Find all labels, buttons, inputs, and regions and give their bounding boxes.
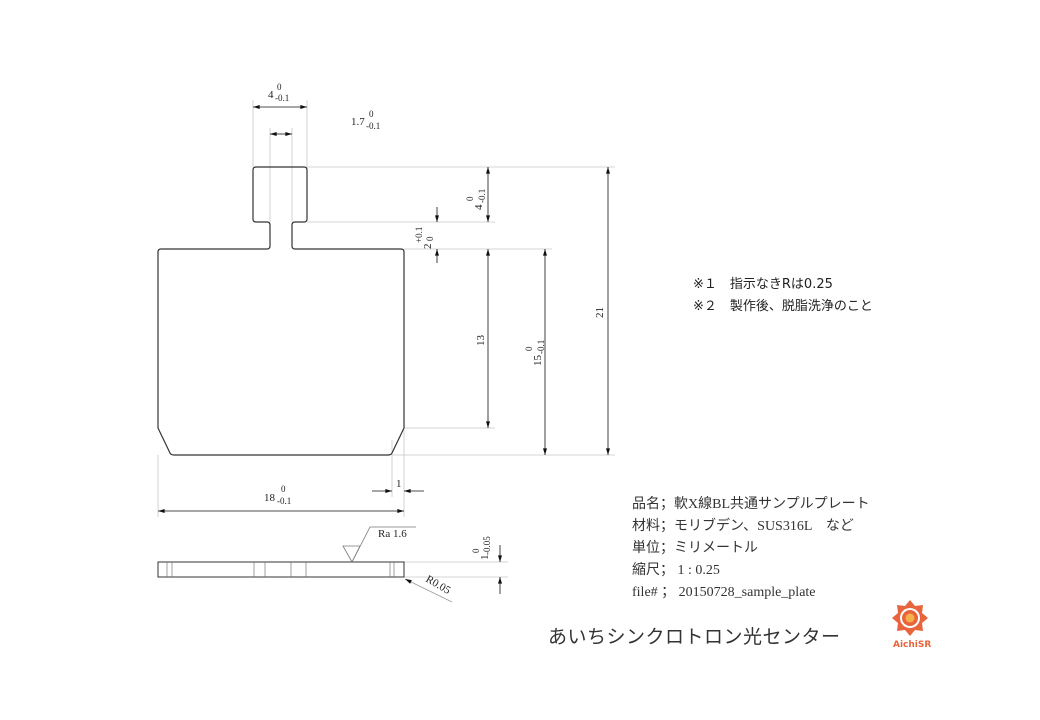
svg-text:15: 15 (532, 355, 544, 367)
dim-total-height: 21 (594, 307, 606, 318)
title-file: file# ； 20150728_sample_plate (632, 585, 816, 600)
title-material: 材料；モリブデン、SUS316L など (632, 519, 854, 534)
roughness-label: Ra 1.6 (378, 528, 407, 540)
surface-roughness-symbol (342, 526, 416, 563)
svg-text:18: 18 (264, 492, 276, 504)
dim-tab-width: 4 0 -0.1 (268, 82, 289, 103)
svg-text:-0.1: -0.1 (536, 340, 546, 354)
extension-lines (157, 100, 615, 578)
svg-text:0: 0 (471, 548, 481, 553)
plate-side-view (157, 561, 405, 578)
svg-text:21: 21 (594, 307, 606, 318)
title-product: 品名；軟X線BL共通サンプルプレート (632, 497, 870, 512)
svg-text:1: 1 (479, 555, 491, 561)
svg-text:2: 2 (422, 244, 434, 250)
note-1: ※１ 指示なきRは0.25 (693, 277, 833, 292)
aichisr-logo (892, 600, 928, 636)
svg-text:-0.1: -0.1 (477, 189, 487, 203)
svg-text:13: 13 (475, 335, 487, 347)
organization-name: あいちシンクロトロン光センター (548, 626, 841, 648)
svg-text:0: 0 (425, 236, 435, 241)
dim-straight-height: 13 (475, 335, 487, 347)
title-scale: 縮尺； 1 : 0.25 (632, 563, 720, 578)
dim-thickness: 1 0 -0.05 (471, 536, 492, 560)
svg-text:0: 0 (369, 109, 374, 119)
svg-text:4: 4 (268, 89, 274, 101)
dim-body-height: 15 0 -0.1 (524, 340, 546, 366)
plate-front-view (157, 166, 405, 456)
svg-text:0: 0 (281, 484, 286, 494)
dim-chamfer: 1 (396, 478, 402, 490)
svg-text:-0.05: -0.05 (482, 536, 492, 555)
dim-neck-height: 2 +0.1 0 (414, 227, 435, 249)
dim-neck-width: 1.7 0 -0.1 (351, 109, 380, 131)
dim-body-width: 18 0 -0.1 (264, 484, 291, 506)
svg-text:4: 4 (473, 204, 485, 210)
title-unit: 単位；ミリメートル (632, 541, 758, 556)
svg-text:-0.1: -0.1 (277, 496, 291, 506)
logo-text: AichiSR (893, 640, 932, 650)
svg-text:1.7: 1.7 (351, 116, 365, 128)
svg-text:0: 0 (524, 346, 534, 351)
note-2: ※２ 製作後、脱脂洗浄のこと (693, 299, 873, 314)
dim-tab-height: 4 0 -0.1 (465, 189, 487, 210)
dimension-lines (158, 105, 610, 603)
svg-text:0: 0 (465, 196, 475, 201)
svg-text:+0.1: +0.1 (414, 227, 424, 243)
svg-text:0: 0 (277, 82, 282, 92)
svg-text:-0.1: -0.1 (275, 93, 289, 103)
svg-text:-0.1: -0.1 (366, 121, 380, 131)
